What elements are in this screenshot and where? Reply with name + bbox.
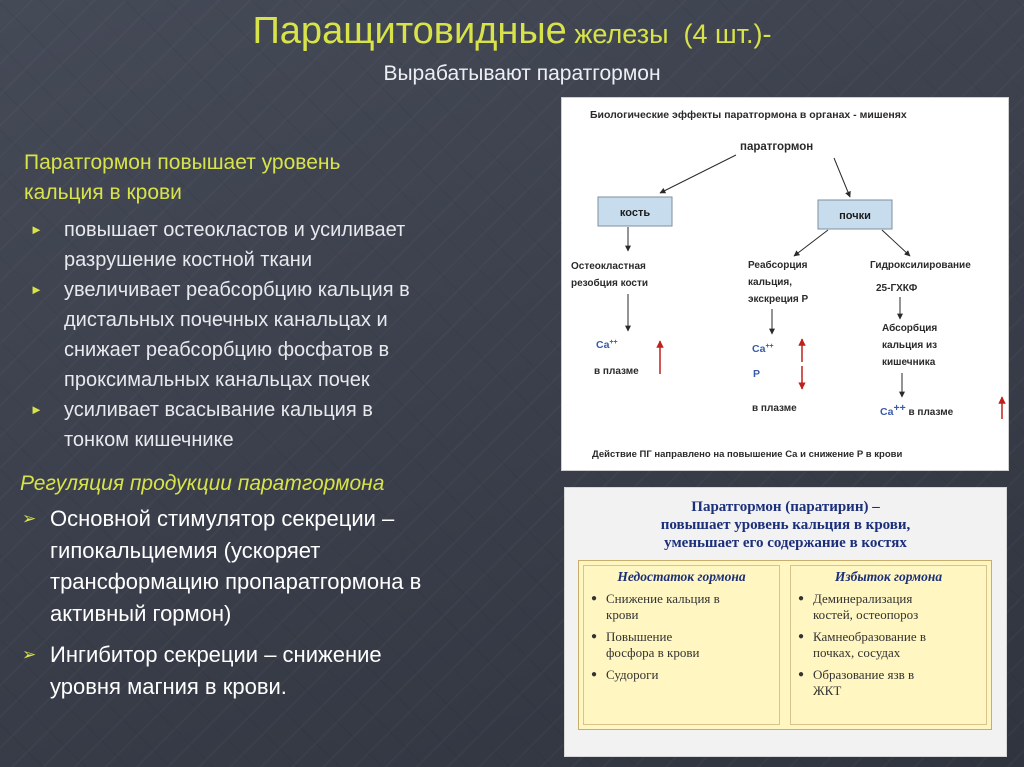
- hormone-table-title-line: Паратгормон (паратирин) –: [691, 499, 880, 515]
- excess-item: Камнеобразование в почках, сосудах: [797, 629, 980, 661]
- bone-label: кость: [620, 207, 650, 219]
- arrow-to-bone: [659, 154, 737, 194]
- deficiency-item: Снижение кальция в крови: [590, 591, 773, 623]
- deficiency-item: Повышение фосфора в крови: [590, 629, 773, 661]
- ca-charge: ++: [765, 343, 773, 350]
- hormone-table-title-line: уменьшает его содержание в костях: [664, 535, 907, 551]
- slide-subtitle: Вырабатывают паратгормон: [383, 62, 661, 85]
- hormone-table-title: Паратгормон (паратирин) – повышает урове…: [565, 498, 1006, 552]
- ca-symbol: Ca: [880, 406, 894, 418]
- regulation-heading: Регуляция продукции паратгормона: [20, 472, 385, 495]
- ca-symbol: Ca: [752, 343, 766, 355]
- hydroxylation-line: 25-ГХКФ: [876, 283, 918, 294]
- effect-item: усиливает всасывание кальция в тонком ки…: [24, 395, 544, 455]
- hormone-table: Недостаток гормона Снижение кальция в кр…: [578, 560, 992, 730]
- excess-item: Образование язв в ЖКТ: [797, 667, 980, 699]
- kidney-ca-label: Ca++: [752, 343, 774, 355]
- deficiency-item: Судороги: [590, 667, 773, 683]
- effects-list: повышает остеокластов и усиливает разруш…: [24, 215, 544, 455]
- arrow-kidney-hydroxylation: [881, 229, 911, 257]
- hormone-table-panel: Паратгормон (паратирин) – повышает урове…: [565, 488, 1006, 756]
- kidney-effect-line: кальция,: [748, 277, 792, 288]
- hydroxylation-line: Гидроксилирование: [870, 260, 971, 271]
- effects-diagram: Биологические эффекты паратгормона в орг…: [562, 98, 1008, 470]
- excess-list: Деминерализация костей, остеопороз Камне…: [797, 591, 980, 699]
- kidney-box: [817, 199, 893, 230]
- left-heading: Паратгормон повышает уровень кальция в к…: [24, 151, 341, 204]
- intestine-ca-plasma-label: Ca++ в плазме: [880, 402, 954, 418]
- diagram-hormone-label: паратгормон: [740, 141, 813, 153]
- absorption-line: кальция из: [882, 340, 937, 351]
- plasma-label: в плазме: [906, 407, 954, 418]
- kidney-effect-line: экскреция Р: [748, 294, 809, 305]
- ca-symbol: Ca: [596, 339, 610, 351]
- kidney-p-label: P: [753, 368, 760, 380]
- title-rest: железы (4 шт.)-: [566, 19, 772, 49]
- diagram-footer: Действие ПГ направлено на повышение Са и…: [592, 449, 902, 460]
- effects-diagram-svg: Биологические эффекты паратгормона в орг…: [571, 109, 1006, 460]
- deficiency-list: Снижение кальция в крови Повышение фосфо…: [590, 591, 773, 683]
- hormone-table-title-line: повышает уровень кальция в крови,: [660, 517, 911, 533]
- diagram-heading: Биологические эффекты паратгормона в орг…: [590, 109, 907, 121]
- ca-charge: ++: [893, 402, 905, 414]
- bone-effect-line: Остеокластная: [571, 261, 646, 272]
- ca-charge: ++: [609, 339, 617, 346]
- regulation-item: Ингибитор секреции – снижение уровня маг…: [20, 639, 550, 702]
- absorption-line: Абсорбция: [882, 322, 937, 334]
- excess-item: Деминерализация костей, остеопороз: [797, 591, 980, 623]
- title-main: Паращитовидные: [252, 10, 567, 52]
- bone-box: [597, 196, 673, 227]
- regulation-list: Основной стимулятор секреции – гипокальц…: [20, 503, 550, 712]
- bone-plasma-label: в плазме: [594, 366, 639, 377]
- absorption-line: кишечника: [882, 357, 936, 368]
- effect-item: увеличивает реабсорбцию кальция в дистал…: [24, 275, 544, 395]
- bone-ca-label: Ca++: [596, 339, 618, 351]
- slide-title: Паращитовидные железы (4 шт.)-: [0, 10, 1024, 53]
- kidney-label: почки: [839, 210, 871, 222]
- regulation-item: Основной стимулятор секреции – гипокальц…: [20, 503, 550, 629]
- bone-effect-line: резобция кости: [571, 277, 648, 289]
- arrow-kidney-reabsorption: [793, 229, 829, 257]
- effect-item: повышает остеокластов и усиливает разруш…: [24, 215, 544, 275]
- kidney-plasma-label: в плазме: [752, 403, 797, 414]
- excess-column: Избыток гормона Деминерализация костей, …: [790, 565, 987, 725]
- excess-header: Избыток гормона: [834, 569, 943, 584]
- kidney-effect-line: Реабсорция: [748, 259, 808, 271]
- deficiency-column: Недостаток гормона Снижение кальция в кр…: [583, 565, 780, 725]
- deficiency-header: Недостаток гормона: [617, 569, 746, 584]
- arrow-to-kidney: [833, 157, 851, 198]
